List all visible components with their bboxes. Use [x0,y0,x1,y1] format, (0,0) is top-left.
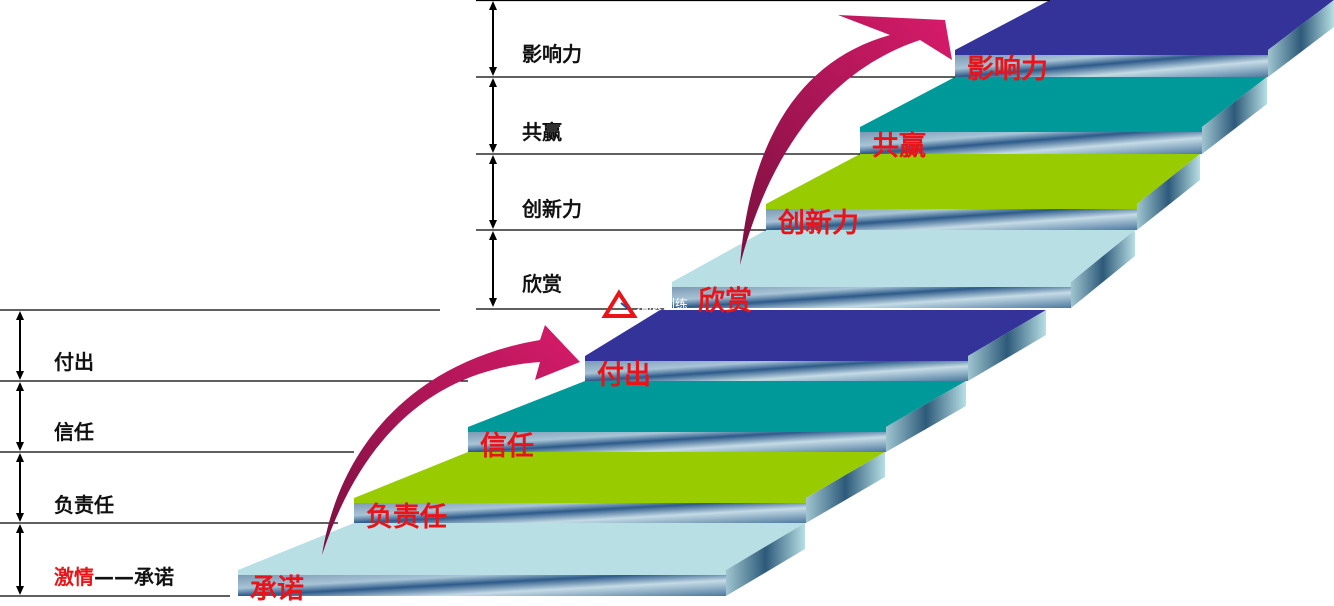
step-top-face [955,0,1334,50]
level-label-lower: 付出 [54,350,94,374]
level-label-upper: 创新力 [522,197,582,221]
arrowhead-icon [489,67,497,76]
step-top-face [672,230,1135,282]
step-front-face [468,427,886,452]
arrowhead-icon [16,311,24,320]
step-front-face [860,127,1202,154]
step-front-face [238,570,726,596]
curved-arrow-upper [740,15,952,265]
step-side-face [1268,0,1334,77]
step-edge [238,570,726,575]
level-label-base: 激情——承诺 [54,561,174,590]
step-front-face [766,204,1137,230]
arrowhead-icon [16,453,24,462]
step-front-face [354,498,806,523]
step-label: 创新力 [778,208,859,239]
step-front-face [585,356,968,381]
step-label: 承诺 [250,574,304,605]
step-label: 影响力 [967,54,1048,85]
arrowhead-icon [16,513,24,522]
step-top-face [238,523,805,570]
step-edge [468,427,886,432]
step-label: 共赢 [872,131,926,162]
arrowhead-icon [489,231,497,240]
step-side-face [886,381,966,452]
arrowhead-icon [489,78,497,87]
arrowhead-icon [16,371,24,380]
step-side-face [726,523,805,596]
step-label: 负责任 [366,502,447,533]
step-front-face [672,282,1071,308]
level-label-upper: 欣赏 [522,272,562,296]
step-edge [766,204,1137,209]
base-highlight: 激情 [54,565,94,589]
arrowhead-icon [16,442,24,451]
step-front-face [955,50,1268,77]
step-top-face [766,154,1200,204]
step-edge [955,50,1268,55]
step-edge [860,127,1202,132]
step-side-face [1137,154,1200,230]
arrowhead-icon [489,220,497,229]
step-top-face [468,381,966,427]
step-top-face [585,310,1046,356]
step-side-face [806,452,885,523]
step-label: 付出 [597,360,651,391]
level-label-upper: 共赢 [522,120,562,144]
arrowhead-icon [16,524,24,533]
arrowhead-icon [16,382,24,391]
level-label-lower: 信任 [54,420,94,444]
curved-arrow-lower [322,325,580,555]
level-label-lower: 负责任 [54,493,114,517]
step-label: 欣赏 [698,286,752,317]
step-edge [672,282,1071,287]
step-top-face [860,77,1267,127]
watermark-logo-icon [601,289,638,318]
watermark-text: 拓展训练 [636,298,689,313]
arrowhead-icon [489,144,497,153]
step-edge [354,498,806,503]
arrowhead-icon [489,1,497,10]
base-text: 承诺 [134,565,174,589]
step-side-face [1071,230,1135,308]
arrowhead-icon [16,586,24,595]
level-label-upper: 影响力 [522,42,582,66]
step-edge [585,356,968,361]
step-label: 信任 [480,431,534,462]
step-top-face [354,452,885,498]
step-side-face [968,310,1046,381]
arrowhead-icon [489,298,497,307]
step-side-face [1202,77,1267,154]
base-separator: —— [94,565,134,589]
arrowhead-icon [489,155,497,164]
